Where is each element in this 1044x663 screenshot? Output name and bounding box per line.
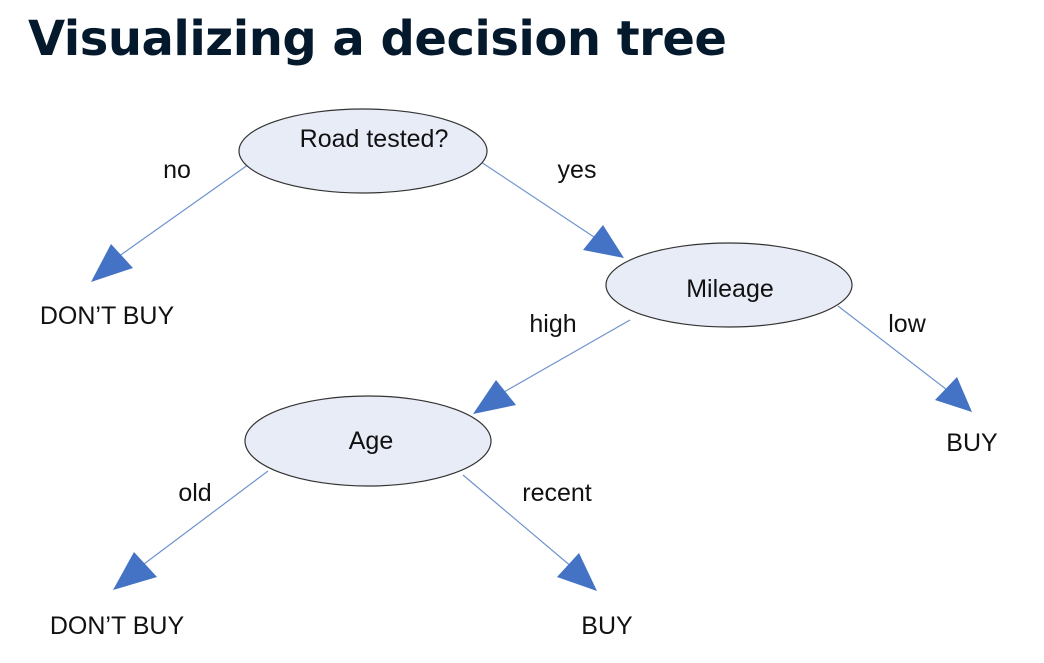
edge-mileage-high — [489, 319, 631, 401]
edge-age-old — [131, 470, 269, 574]
edge-label-no: no — [163, 156, 191, 184]
tree-arrowheads — [91, 225, 972, 591]
node-age-ellipse — [244, 395, 492, 487]
edge-label-low: low — [888, 310, 926, 338]
edge-age-recent — [462, 474, 580, 574]
node-mileage-label: Mileage — [686, 275, 774, 303]
page-title: Visualizing a decision tree — [28, 11, 727, 67]
leaf-buy-recent: BUY — [581, 612, 633, 640]
arrowhead-mileage-low — [935, 377, 972, 412]
node-road-tested-ellipse — [238, 108, 488, 194]
arrowhead-mileage-high — [473, 380, 516, 414]
arrowhead-root-no — [91, 244, 133, 282]
arrowhead-root-yes — [583, 225, 624, 258]
edge-label-yes: yes — [558, 156, 597, 184]
tree-edges — [107, 159, 952, 574]
node-road-tested-label: Road tested? — [300, 125, 449, 153]
arrowhead-age-recent — [557, 553, 597, 591]
edge-label-old: old — [178, 479, 211, 507]
arrowhead-age-old — [113, 552, 157, 590]
node-road-tested: Road tested? — [238, 108, 488, 194]
edge-root-no — [107, 161, 253, 265]
node-age-label: Age — [349, 427, 393, 455]
node-mileage: Mileage — [605, 242, 853, 328]
edge-root-yes — [477, 159, 601, 242]
leaf-dont-buy-old: DON’T BUY — [50, 612, 185, 640]
edge-labels: no yes high low old recent — [163, 156, 927, 507]
leaf-labels: DON’T BUY BUY DON’T BUY BUY — [40, 302, 998, 640]
edge-label-high: high — [529, 310, 576, 338]
leaf-dont-buy-root: DON’T BUY — [40, 302, 175, 330]
node-age: Age — [244, 395, 492, 487]
edge-label-recent: recent — [522, 479, 592, 507]
node-mileage-ellipse — [605, 242, 853, 328]
leaf-buy-low-mileage: BUY — [946, 429, 998, 457]
edge-mileage-low — [837, 305, 952, 394]
